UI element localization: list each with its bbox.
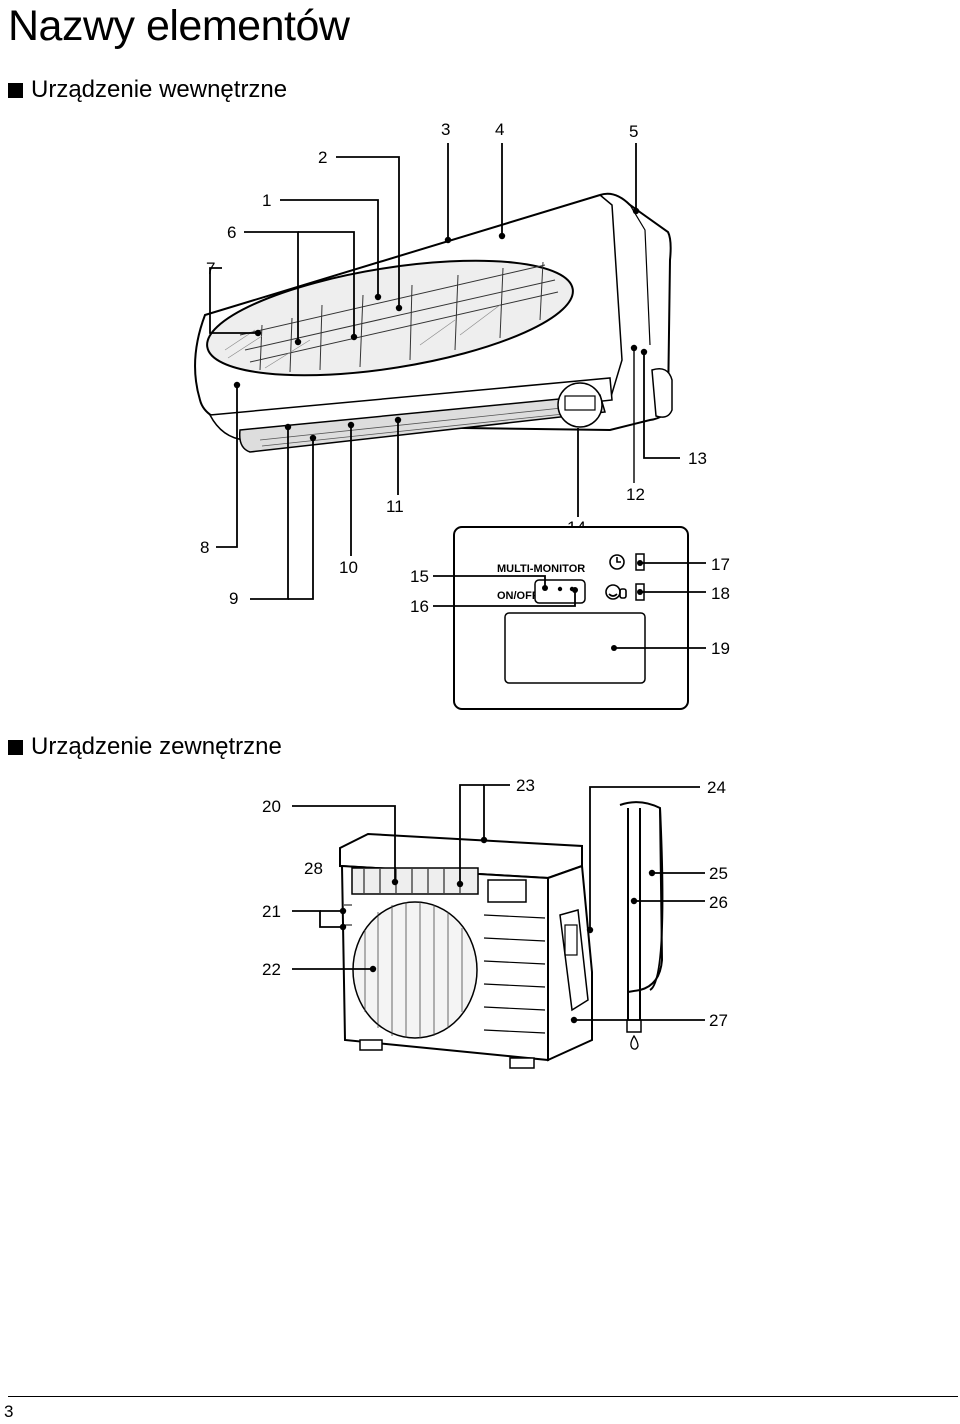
on-off-switch xyxy=(534,579,586,604)
label-13: 13 xyxy=(688,449,707,468)
water-drop-icon xyxy=(630,1034,639,1050)
label-26: 26 xyxy=(709,893,728,912)
indoor-unit-drawing xyxy=(194,192,673,453)
label-21: 21 xyxy=(262,902,281,921)
label-9: 9 xyxy=(229,589,238,608)
label-12: 12 xyxy=(626,485,645,504)
label-25: 25 xyxy=(709,864,728,883)
label-19: 19 xyxy=(711,639,730,658)
label-16: 16 xyxy=(410,597,429,616)
label-11: 11 xyxy=(386,497,404,516)
indoor-leader-dots xyxy=(233,207,648,442)
label-4: 4 xyxy=(495,120,504,139)
smile-hand-icon xyxy=(605,584,627,600)
panel-leader-dots xyxy=(542,560,643,651)
section-heading-indoor-text: Urządzenie wewnętrzne xyxy=(31,76,288,103)
label-2: 2 xyxy=(318,148,327,167)
display-panel: MULTI-MONITOR ON/OFF xyxy=(453,526,689,710)
clock-icon xyxy=(609,554,625,570)
section-heading-indoor: Urządzenie wewnętrzne xyxy=(8,76,287,104)
multi-monitor-label: MULTI-MONITOR xyxy=(497,563,585,575)
on-off-label: ON/OFF xyxy=(497,590,539,602)
label-1: 1 xyxy=(262,191,271,210)
label-27: 27 xyxy=(709,1011,728,1030)
label-23: 23 xyxy=(516,776,535,795)
label-8: 8 xyxy=(200,538,209,557)
label-18: 18 xyxy=(711,584,730,603)
label-5: 5 xyxy=(629,122,638,141)
square-bullet-icon xyxy=(8,82,23,98)
label-22: 22 xyxy=(262,960,281,979)
indicator-dot xyxy=(557,586,563,592)
outdoor-piping xyxy=(619,801,664,1050)
indoor-leader-lines xyxy=(209,143,680,600)
section-heading-outdoor-text: Urządzenie zewnętrzne xyxy=(31,733,282,760)
outdoor-unit-drawing xyxy=(339,832,593,1069)
label-10: 10 xyxy=(339,558,358,577)
label-24: 24 xyxy=(707,778,726,797)
page-number: 3 xyxy=(4,1402,14,1421)
label-15: 15 xyxy=(410,567,429,586)
footer-divider xyxy=(8,1396,958,1397)
label-20: 20 xyxy=(262,797,281,816)
outdoor-labels: 20 23 24 28 21 22 25 26 27 xyxy=(262,776,728,1030)
page-title: Nazwy elementów xyxy=(8,2,350,50)
outdoor-leader-dots xyxy=(339,836,656,1024)
square-bullet-icon xyxy=(8,739,23,755)
label-28: 28 xyxy=(304,859,323,878)
label-3: 3 xyxy=(441,120,450,139)
outdoor-leader-lines xyxy=(292,784,705,1021)
label-7: 7 xyxy=(206,259,215,278)
label-17: 17 xyxy=(711,555,730,574)
section-heading-outdoor: Urządzenie zewnętrzne xyxy=(8,733,282,761)
label-6: 6 xyxy=(227,223,236,242)
panel-leader-lines xyxy=(433,562,706,649)
